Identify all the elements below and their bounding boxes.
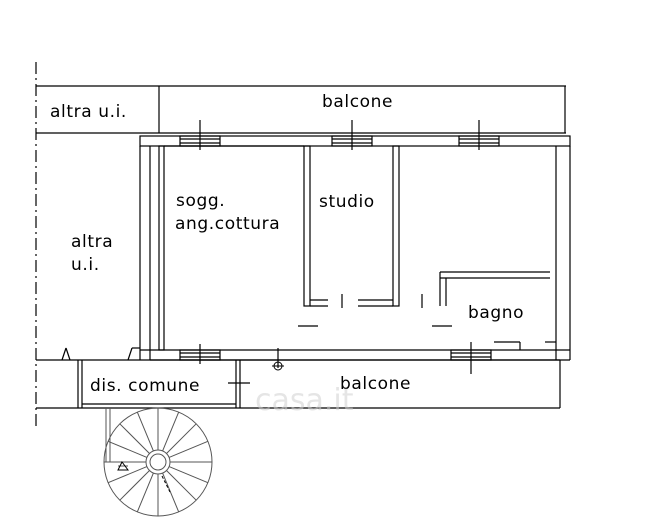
- label-soggiorno-line2: ang.cottura: [175, 214, 280, 234]
- label-balcone-top: balcone: [322, 92, 393, 112]
- stair-tread: [107, 440, 148, 458]
- outer-walls: [139, 135, 571, 361]
- stair-tread: [166, 423, 197, 454]
- label-soggiorno-line1: sogg.: [176, 191, 225, 211]
- label-altra-ui-top: altra u.i.: [50, 102, 127, 122]
- interior-walls: [158, 145, 556, 351]
- label-studio: studio: [319, 192, 375, 212]
- label-altra-ui-left-line2: u.i.: [71, 255, 100, 275]
- windows-top: [179, 120, 500, 150]
- stair-tread: [107, 466, 148, 484]
- door-marks: [228, 294, 452, 384]
- label-bagno: bagno: [468, 303, 524, 323]
- windows-bottom: [179, 342, 492, 374]
- left-unit-marks: [61, 347, 140, 361]
- stair-tread: [168, 440, 209, 458]
- stair-tread: [136, 411, 154, 452]
- label-balcone-bottom: balcone: [340, 374, 411, 394]
- spiral-staircase: [103, 407, 213, 517]
- stair-tread: [168, 466, 209, 484]
- stair-tread: [162, 411, 180, 452]
- stair-tread: [119, 470, 150, 501]
- label-altra-ui-left-line1: altra: [71, 232, 113, 252]
- top-balcony-strip: [36, 85, 566, 134]
- label-dis-comune: dis. comune: [90, 376, 200, 396]
- stair-tread: [119, 423, 150, 454]
- watermark-logo: casa.it: [255, 383, 354, 418]
- stair-tread: [162, 472, 180, 513]
- bottom-balcony-strip: [36, 359, 561, 409]
- stair-tread: [136, 472, 154, 513]
- stair-tread: [166, 470, 197, 501]
